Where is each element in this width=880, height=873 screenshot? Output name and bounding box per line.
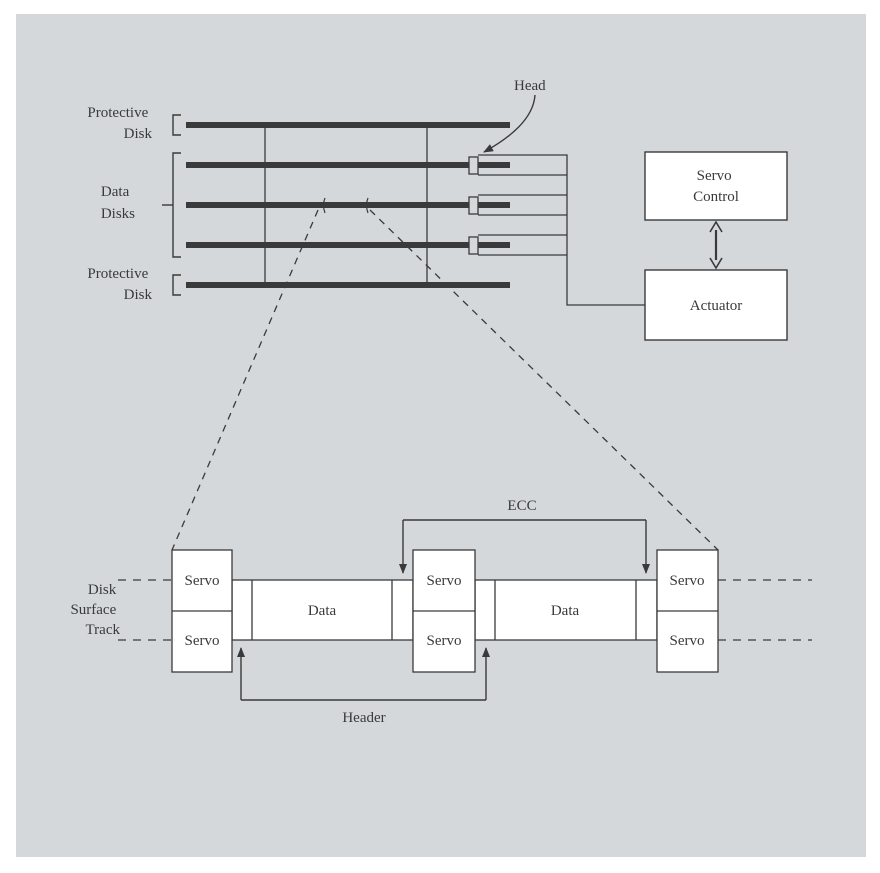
servo-label-2a: Servo: [427, 573, 462, 589]
servo-label-1a: Servo: [185, 573, 220, 589]
head-1: [468, 156, 479, 175]
label-ecc: ECC: [507, 498, 536, 514]
bracket-protective-bottom: [172, 274, 181, 296]
data-label-2: Data: [551, 603, 580, 619]
servo-control-box: [644, 151, 788, 221]
label-actuator: Actuator: [690, 298, 742, 314]
header-bracket-arrow: [237, 647, 490, 701]
servo-actuator-double-arrow: [709, 220, 723, 270]
ecc-bracket-arrow: [399, 519, 650, 574]
label-header: Header: [342, 710, 385, 726]
zoom-lines: [171, 209, 719, 551]
label-protective-disk-bottom: Protective Disk: [87, 266, 152, 303]
actuator-box: [644, 269, 788, 341]
label-data-disks: Data Disks: [101, 184, 135, 222]
label-servo-control: Servo Control: [693, 168, 739, 205]
servo-label-2b: Servo: [427, 633, 462, 649]
section-ticks: [322, 197, 369, 214]
brackets: [162, 114, 181, 296]
servo-label-3b: Servo: [670, 633, 705, 649]
head-pointer-arrow: [483, 94, 536, 153]
track-continuations: [118, 579, 812, 641]
platters: [186, 122, 510, 288]
servo-label-3a: Servo: [670, 573, 705, 589]
data-label-1: Data: [308, 603, 337, 619]
head-2: [468, 196, 479, 215]
label-protective-disk-top: Protective Disk: [87, 105, 152, 142]
label-head: Head: [514, 78, 546, 94]
servo-blocks: [171, 549, 719, 673]
servo-label-1b: Servo: [185, 633, 220, 649]
head-3: [468, 236, 479, 255]
label-disk-surface-track: Disk Surface Track: [70, 582, 120, 638]
track-strip: [231, 579, 658, 641]
bracket-protective-top: [172, 114, 181, 136]
heads-and-arms: [468, 154, 645, 306]
labels: Protective Disk Data Disks Protective Di…: [70, 78, 742, 726]
